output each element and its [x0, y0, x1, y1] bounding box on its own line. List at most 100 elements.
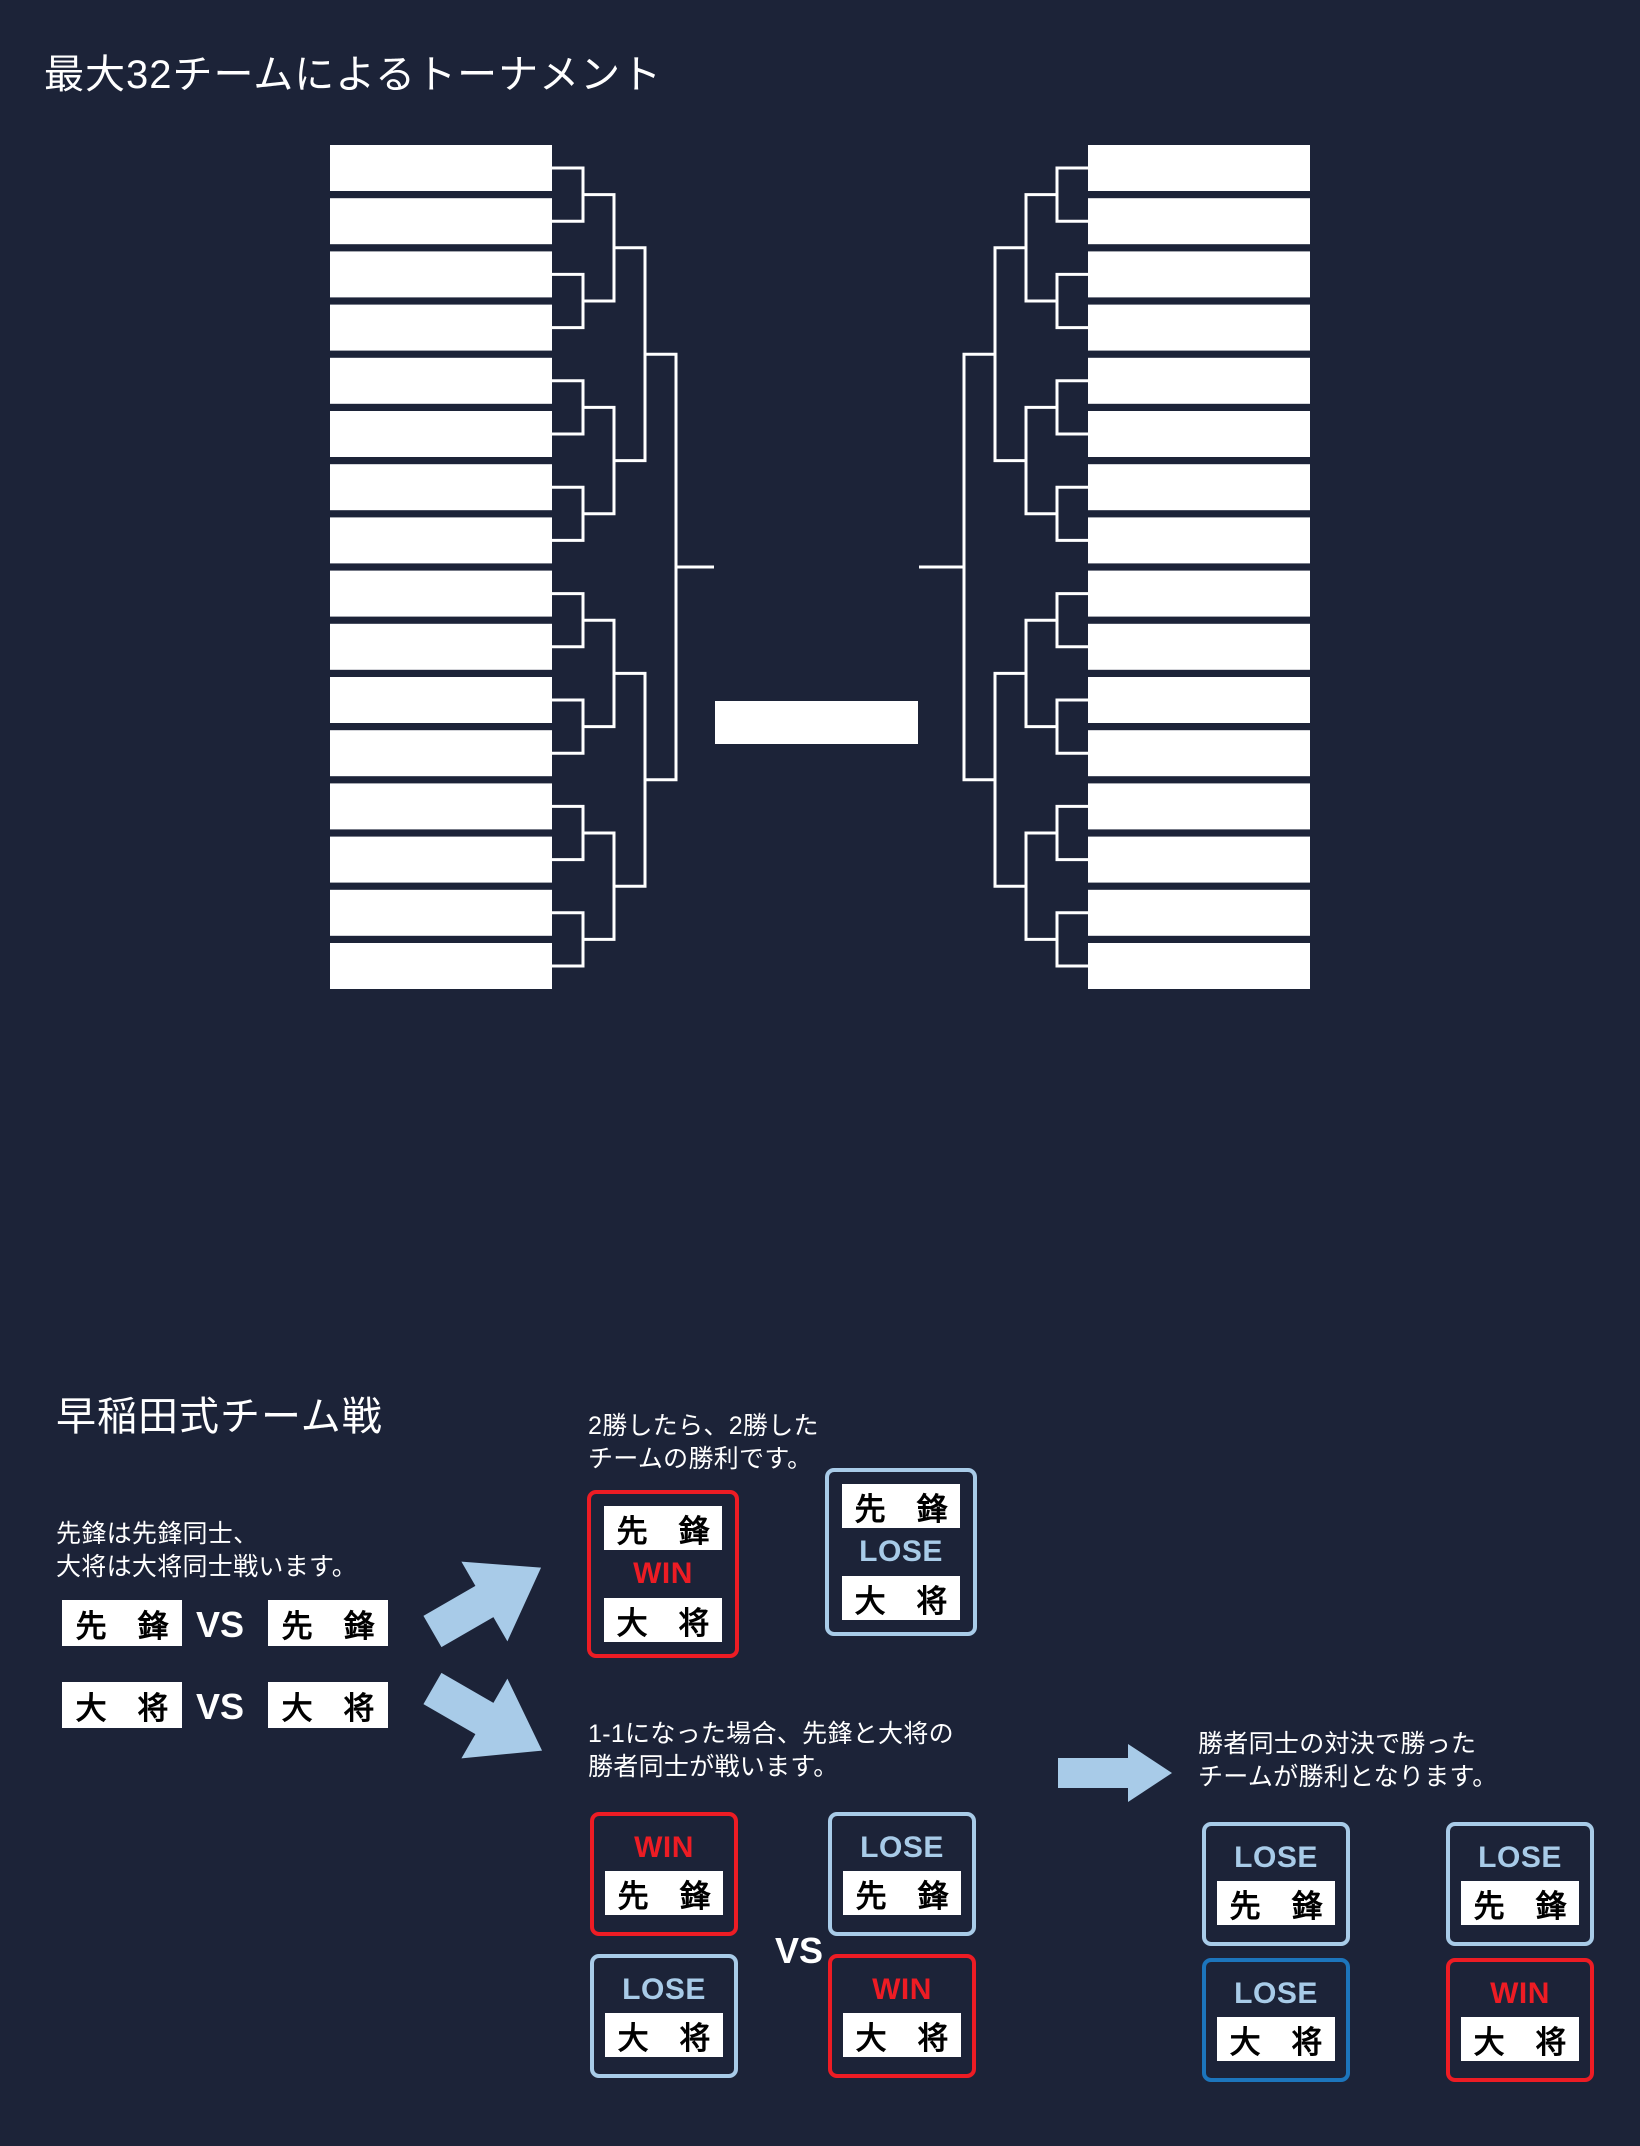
bracket-connector — [1024, 405, 1057, 516]
section-title-team-battle: 早稲田式チーム戦 — [56, 1395, 383, 1439]
bracket-slot — [1088, 464, 1310, 511]
result-card-0: LOSE 先 鋒 — [1202, 1822, 1350, 1946]
card-status: LOSE — [1478, 1841, 1562, 1874]
bracket-slot — [1088, 570, 1310, 617]
result-card-1: LOSE 先 鋒 — [1446, 1822, 1594, 1946]
bracket-slot — [330, 198, 552, 245]
bracket-slot — [330, 623, 552, 670]
tiebreak-card-1: LOSE 先 鋒 — [828, 1812, 976, 1936]
bracket-connector — [583, 405, 616, 516]
bracket-connector — [552, 911, 585, 968]
bracket-connector — [583, 831, 616, 941]
bracket-slot — [330, 783, 552, 830]
card-role-top: 先 鋒 — [604, 1506, 722, 1550]
bracket-connector — [614, 671, 647, 888]
matchup-0-right-chip: 先 鋒 — [268, 1600, 388, 1646]
result-caption: 勝者同士の対決で勝った チームが勝利となります。 — [1198, 1730, 1498, 1791]
card-status: WIN — [634, 1831, 694, 1864]
bracket-slot — [330, 517, 552, 564]
bracket-connector — [552, 272, 585, 330]
bracket-connector — [614, 246, 647, 463]
team-battle-intro-text: 先鋒は先鋒同士、 大将は大将同士戦います。 — [56, 1520, 358, 1581]
matchup-0-left-chip: 先 鋒 — [62, 1600, 182, 1646]
bracket-slot — [1088, 304, 1310, 351]
bracket-slot — [1088, 517, 1310, 564]
card-status: LOSE — [1234, 1841, 1318, 1874]
card-status: LOSE — [860, 1831, 944, 1864]
bracket-connector — [1055, 485, 1088, 542]
arrow-up-right-icon — [423, 1561, 542, 1648]
bracket-slot — [1088, 411, 1310, 457]
bracket-connector — [1055, 379, 1088, 436]
tiebreak-vs-label: VS — [775, 1930, 824, 1971]
bracket-connector — [1055, 272, 1088, 330]
bracket-slot — [1088, 783, 1310, 830]
two-wins-card-loser: 先 鋒 LOSE 大 将 — [825, 1468, 977, 1636]
card-role-top: 先 鋒 — [842, 1484, 960, 1528]
bracket-connector — [993, 671, 1026, 888]
card-status: WIN — [1490, 1977, 1550, 2010]
card-status: LOSE — [859, 1535, 943, 1568]
card-role: 大 将 — [1461, 2017, 1579, 2061]
bracket-connector — [1055, 592, 1088, 649]
bracket-slot — [1088, 251, 1310, 298]
bracket-slot — [330, 357, 552, 404]
bracket-final-box — [713, 699, 920, 746]
bracket-connector — [1055, 804, 1088, 862]
bracket-connector — [552, 698, 585, 755]
matchup-1-vs-label: VS — [196, 1686, 245, 1727]
tiebreak-card-3: WIN 大 将 — [828, 1954, 976, 2078]
bracket-connector — [1024, 831, 1057, 941]
bracket-connector-lines — [552, 166, 1088, 968]
bracket-slot — [1088, 623, 1310, 670]
bracket-slot — [330, 677, 552, 723]
card-role-bottom: 大 将 — [604, 1598, 722, 1642]
bracket-slot — [1088, 357, 1310, 404]
card-role: 大 将 — [1217, 2017, 1335, 2061]
bracket-slot — [330, 889, 552, 936]
card-role: 大 将 — [605, 2013, 723, 2057]
bracket-slot — [330, 943, 552, 989]
bracket-connector — [1055, 166, 1088, 223]
card-role-bottom: 大 将 — [842, 1576, 960, 1620]
card-role: 先 鋒 — [1217, 1881, 1335, 1925]
bracket-connector — [583, 618, 616, 729]
bracket-slot — [330, 464, 552, 511]
bracket-slot-boxes — [330, 145, 1310, 989]
bracket-slot — [1088, 943, 1310, 989]
tournament-bracket — [330, 145, 1310, 989]
card-status: LOSE — [1234, 1977, 1318, 2010]
bracket-connector — [583, 193, 616, 303]
bracket-slot — [330, 411, 552, 457]
bracket-connector — [993, 246, 1026, 463]
bracket-slot — [330, 836, 552, 883]
tiebreak-caption: 1-1になった場合、先鋒と大将の 勝者同士が戦います。 — [588, 1720, 954, 1781]
tiebreak-card-2: LOSE 大 将 — [590, 1954, 738, 2078]
bracket-connector — [552, 485, 585, 542]
result-card-2: LOSE 大 将 — [1202, 1958, 1350, 2082]
card-role: 先 鋒 — [843, 1871, 961, 1915]
bracket-connector — [1024, 618, 1057, 729]
bracket-slot — [330, 251, 552, 298]
page-title: 最大32チームによるトーナメント — [44, 53, 663, 97]
bracket-slot — [1088, 889, 1310, 936]
card-status: WIN — [872, 1973, 932, 2006]
two-wins-card-winner: 先 鋒 WIN 大 将 — [587, 1490, 739, 1658]
bracket-connector — [962, 352, 995, 782]
bracket-slot — [330, 304, 552, 351]
bracket-connector — [552, 166, 585, 223]
bracket-connector — [552, 804, 585, 862]
bracket-connector — [552, 592, 585, 649]
bracket-connector — [1055, 698, 1088, 755]
bracket-slot — [1088, 145, 1310, 191]
bracket-connector — [645, 352, 678, 782]
bracket-connector — [1055, 911, 1088, 968]
bracket-slot — [1088, 730, 1310, 777]
two-wins-caption: 2勝したら、2勝した チームの勝利です。 — [588, 1412, 819, 1473]
bracket-slot — [1088, 677, 1310, 723]
bracket-slot — [330, 145, 552, 191]
bracket-connector — [1024, 193, 1057, 303]
bracket-slot — [1088, 198, 1310, 245]
arrow-right-icon — [1058, 1744, 1172, 1802]
